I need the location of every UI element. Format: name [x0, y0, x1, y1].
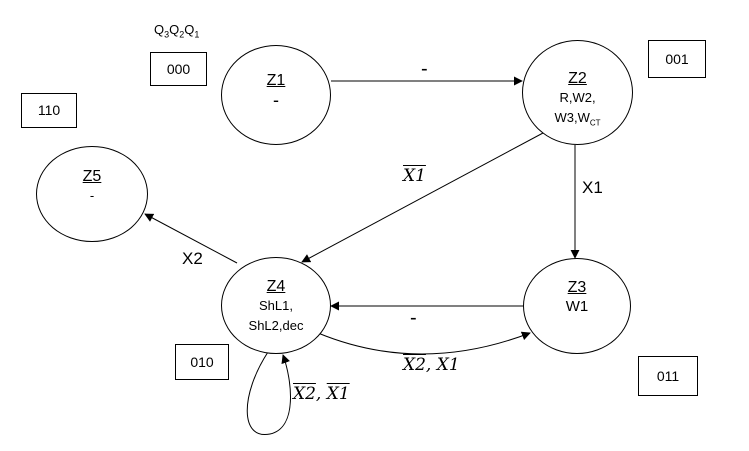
label-z4-self: X2, X1 — [293, 384, 350, 404]
label-z2-z3: X1 — [582, 178, 603, 197]
arrow-z4-z5 — [144, 213, 238, 264]
arrow-z2-z4 — [301, 132, 544, 263]
label-z3-z4: - — [410, 307, 417, 329]
state-z3: Z3 W1 — [523, 258, 631, 354]
arrow-z4-self — [246, 351, 292, 435]
state-z1-output: - — [273, 90, 279, 110]
label-z4-z3: X2, X1 — [403, 355, 460, 375]
bit-q1: Q1 — [184, 22, 200, 40]
state-z3-output: W1 — [565, 298, 589, 315]
state-z4: Z4 ShL1, ShL2,dec — [221, 257, 331, 354]
bit-q2: Q2 — [169, 22, 185, 40]
state-z3-name: Z3 — [567, 279, 587, 296]
code-box-z4: 010 — [175, 344, 229, 380]
state-z5-output: - — [89, 188, 95, 203]
state-z2-output-line1: R,W2, — [559, 90, 596, 105]
state-z5-name: Z5 — [82, 168, 102, 185]
label-z2-z4: X1 — [403, 166, 426, 186]
state-z5: Z5 - — [36, 146, 148, 242]
label-z4-z5: X2 — [182, 249, 203, 268]
code-box-z5: 110 — [21, 93, 77, 128]
state-z2-output-line2: W3,WCT — [554, 110, 601, 128]
code-box-z3: 011 — [638, 356, 698, 396]
state-z1: Z1 - — [221, 45, 331, 145]
state-z4-name: Z4 — [266, 278, 286, 295]
state-z2: Z2 R,W2, W3,WCT — [522, 40, 633, 145]
state-z2-name: Z2 — [568, 70, 587, 87]
state-bits-header: Q3Q2Q1 — [154, 22, 199, 40]
label-z1-z2: - — [421, 58, 428, 80]
state-z4-output-line2: ShL2,dec — [248, 318, 304, 333]
code-box-z2: 001 — [648, 40, 706, 78]
state-z4-output-line1: ShL1, — [259, 298, 293, 313]
arrow-z4-z3 — [317, 331, 531, 355]
code-box-z1: 000 — [150, 52, 207, 86]
state-z1-name: Z1 — [266, 72, 286, 89]
bit-q3: Q3 — [154, 22, 170, 40]
